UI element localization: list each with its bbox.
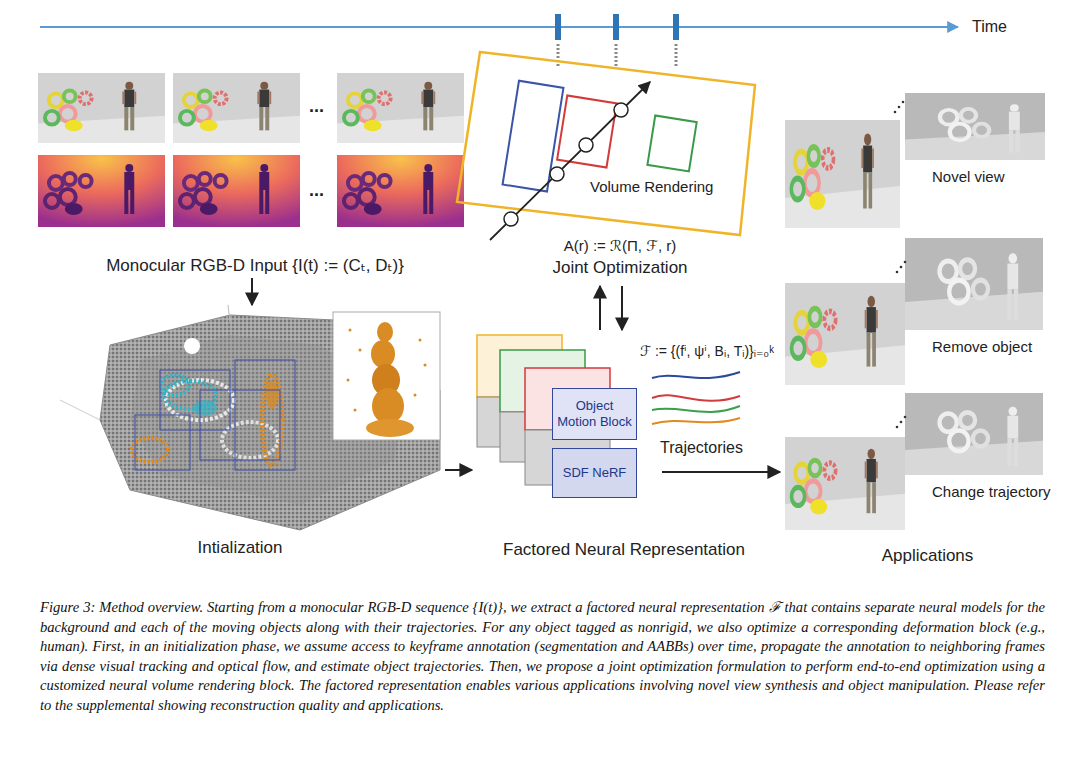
initialization-panel: Intialization	[95, 305, 445, 562]
representation-stack: Factored Neural RepresentationObject Mot…	[472, 330, 662, 565]
node-label: Object Motion Block	[553, 389, 636, 439]
flow-arrow	[662, 471, 780, 473]
ellipsis: ...	[309, 180, 324, 202]
node-label: Monocular RGB-D Input {I(t) := (Cₜ, Dₜ)}	[35, 256, 475, 276]
flow-arrow	[251, 278, 253, 305]
motion-block: Object Motion Block	[552, 388, 637, 440]
node-label: Applications	[780, 546, 1075, 566]
axis-label: Time	[972, 17, 1007, 36]
node-label: Remove object	[930, 338, 1034, 356]
node-label: Factored Neural Representation	[484, 540, 764, 560]
figure-caption: Figure 3: Method overview. Starting from…	[40, 598, 1045, 716]
flow-arrow	[599, 286, 601, 330]
ellipsis: ...	[309, 96, 324, 118]
input-panel: Monocular RGB-D Input {I(t) := (Cₜ, Dₜ)}	[35, 68, 475, 278]
application-pair: Change trajectory	[785, 393, 1055, 543]
node-label: Intialization	[95, 538, 385, 558]
node-label: Volume Rendering	[590, 178, 713, 196]
flow-arrow	[445, 469, 472, 471]
flow-arrow	[621, 286, 623, 330]
node-label: Novel view	[930, 168, 1007, 186]
applications-panel: Applications Novel viewRemove objectChang…	[780, 88, 1075, 568]
section-label: Trajectories	[660, 438, 743, 457]
node-label: Change trajectory	[930, 483, 1052, 501]
formula: ℱ := {(fⁱ, ψⁱ, Bᵢ, Tᵢ)}ᵢ₌₀ᵏ	[640, 343, 774, 360]
formula: A(r) := ℛ(Π, ℱ, r)	[520, 237, 720, 255]
application-pair: Novel view	[785, 93, 1055, 233]
section-label: Joint Optimization	[520, 258, 720, 278]
node-label: SDF NeRF	[553, 449, 636, 497]
application-pair: Remove object	[785, 238, 1055, 388]
sdf-nerf-block: SDF NeRF	[552, 448, 637, 498]
